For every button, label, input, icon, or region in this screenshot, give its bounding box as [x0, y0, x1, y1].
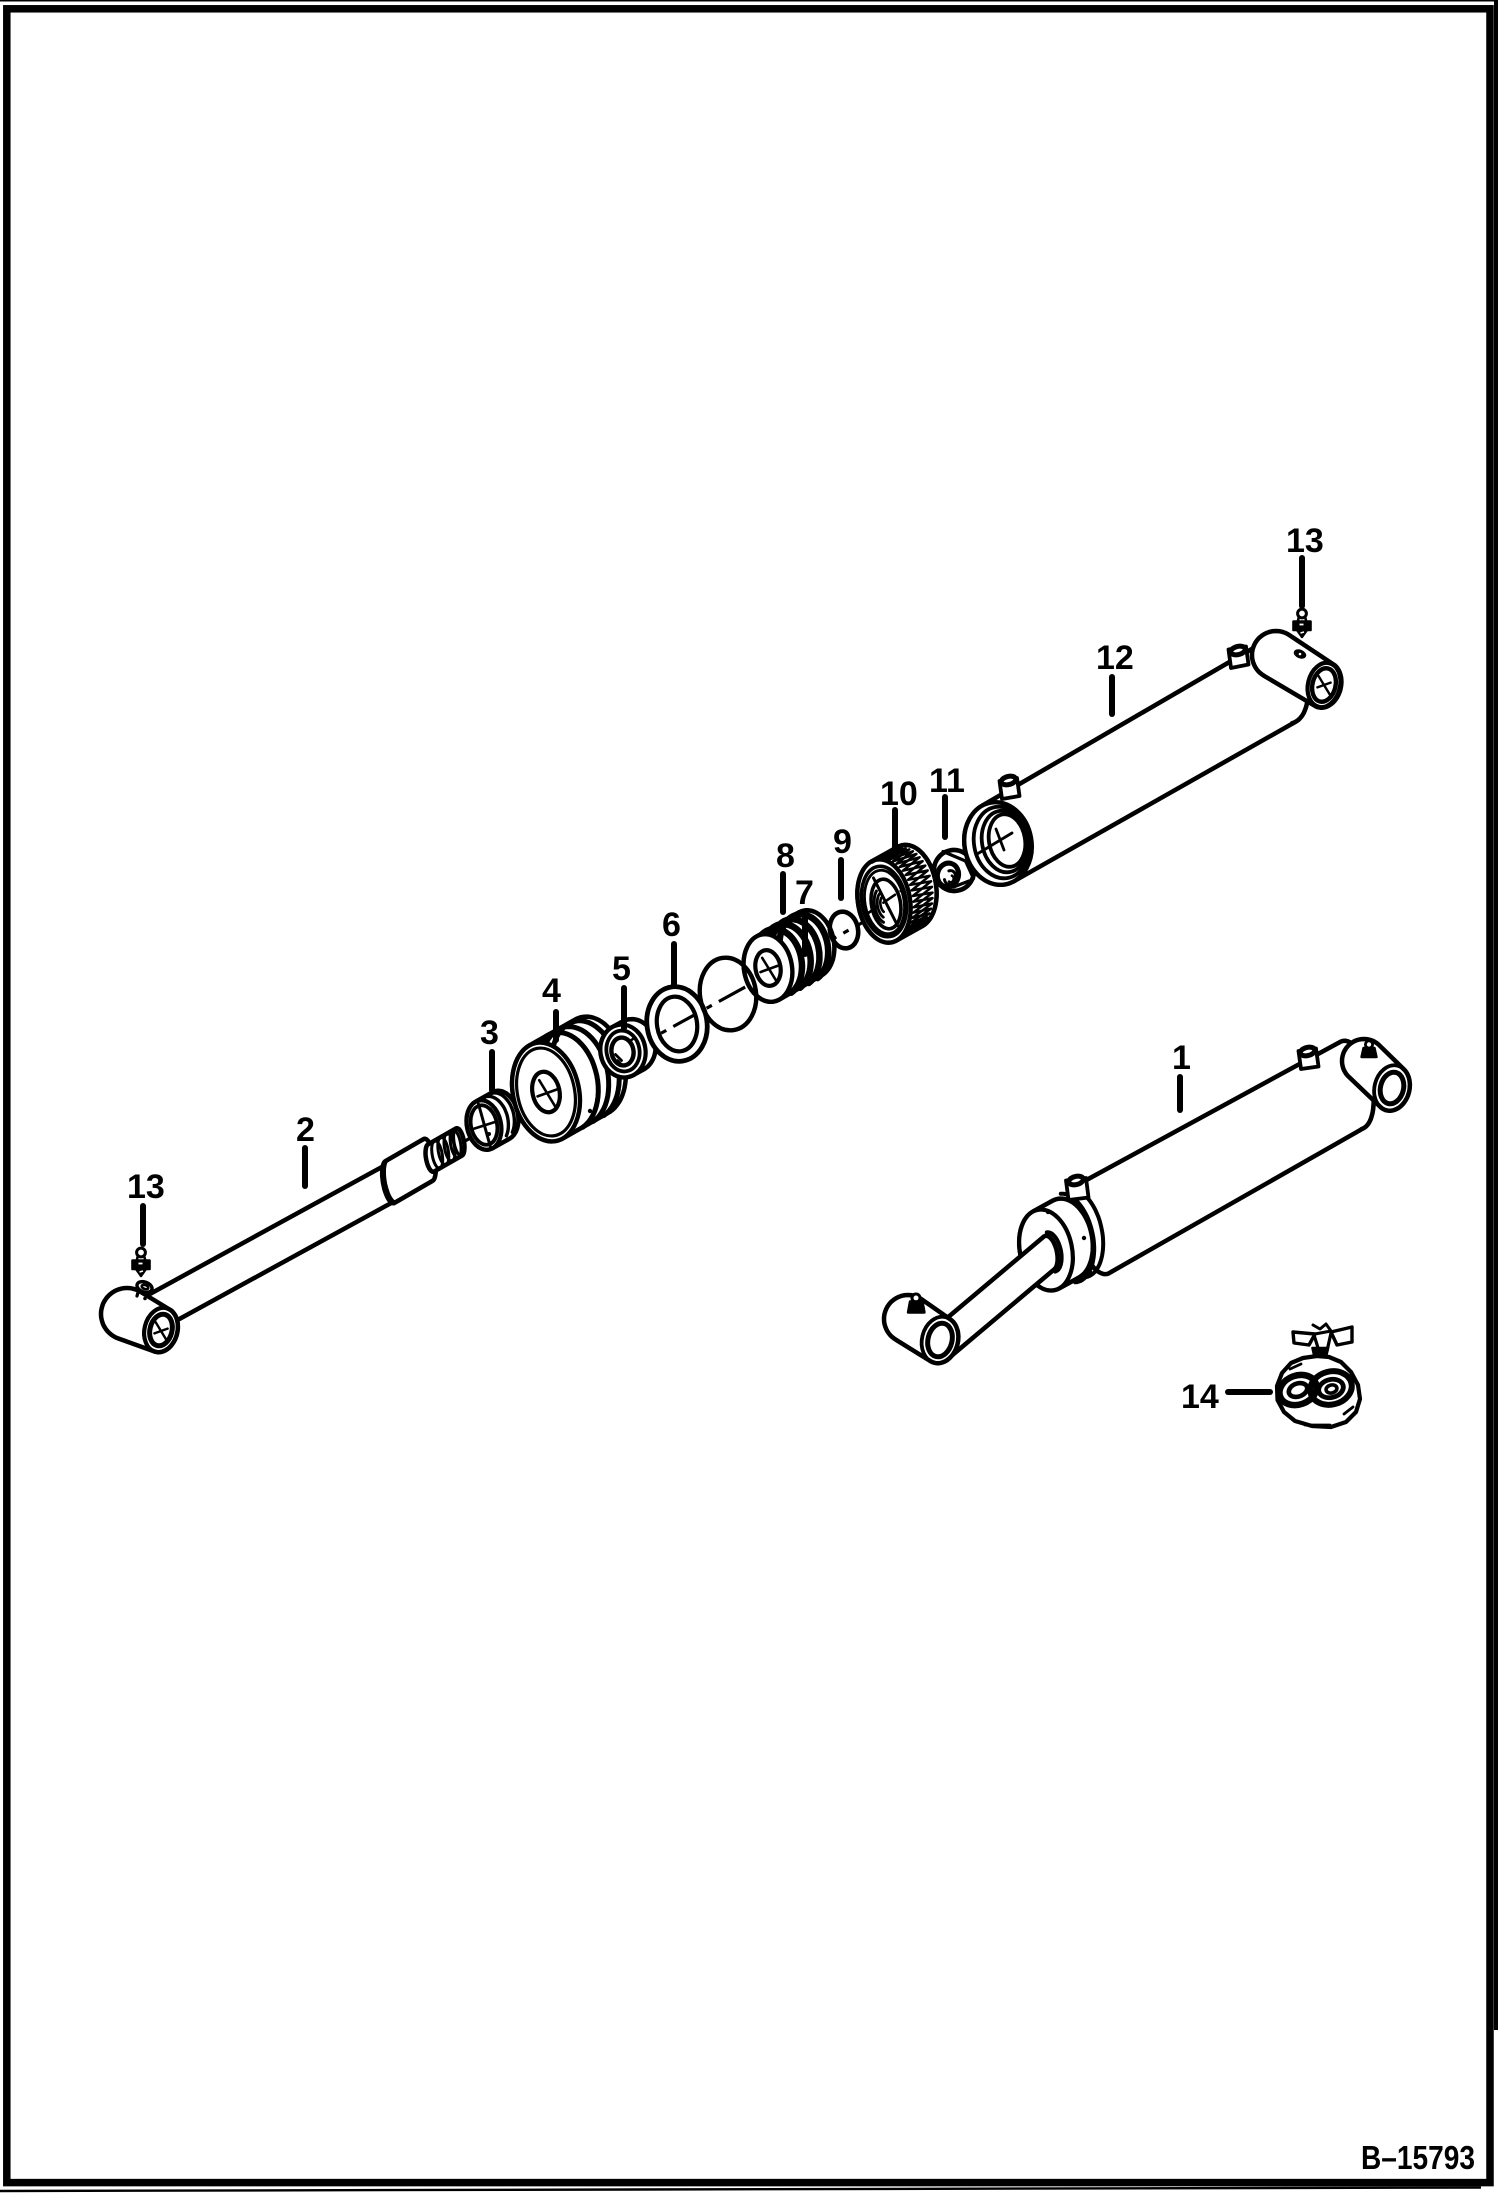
- svg-text:14: 14: [1181, 1378, 1219, 1416]
- svg-text:9: 9: [833, 823, 852, 861]
- svg-text:2: 2: [296, 1111, 315, 1149]
- svg-text:1: 1: [1172, 1039, 1191, 1077]
- svg-text:8: 8: [776, 837, 795, 875]
- svg-text:7: 7: [795, 874, 814, 912]
- svg-text:13: 13: [1286, 522, 1324, 560]
- svg-text:B–15793: B–15793: [1361, 2139, 1475, 2176]
- svg-text:12: 12: [1096, 639, 1134, 677]
- svg-text:5: 5: [612, 950, 631, 988]
- svg-text:10: 10: [880, 775, 918, 813]
- svg-text:11: 11: [929, 762, 965, 800]
- svg-text:13: 13: [127, 1168, 165, 1206]
- svg-text:4: 4: [542, 972, 561, 1010]
- svg-text:6: 6: [662, 906, 681, 944]
- svg-text:3: 3: [480, 1014, 499, 1052]
